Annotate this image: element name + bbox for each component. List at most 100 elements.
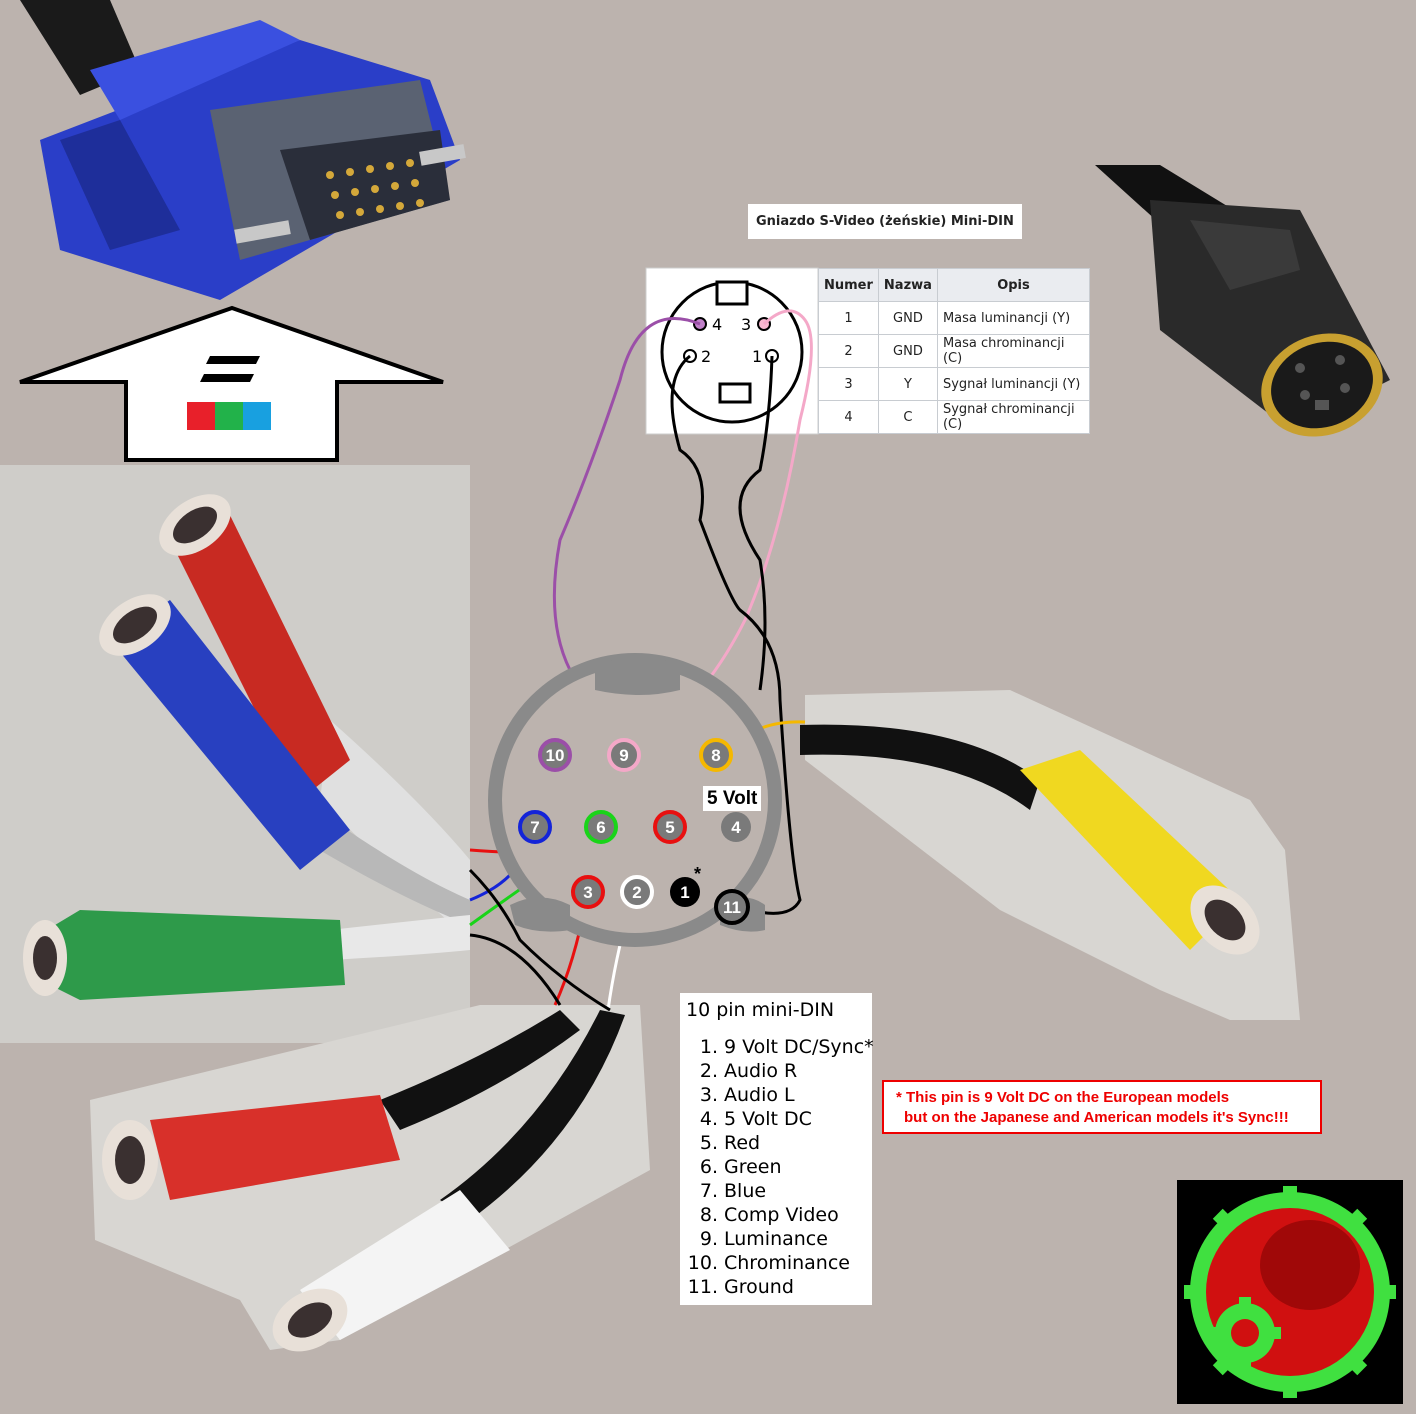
din-pin-6: 6 xyxy=(584,810,618,844)
socket-pin-label: 4 xyxy=(712,315,722,334)
list-item: 4. 5 Volt DC xyxy=(686,1107,866,1131)
item-number: 1. xyxy=(699,1036,718,1058)
cell-opis: Sygnał luminancji (Y) xyxy=(936,367,1091,401)
svideo-title: Gniazdo S-Video (żeńskie) Mini-DIN xyxy=(748,204,1022,239)
list-item: 6. Green xyxy=(686,1155,866,1179)
col-header-opis: Opis xyxy=(936,268,1091,302)
list-item: 5. Red xyxy=(686,1131,866,1155)
list-item: 1. 9 Volt DC/Sync* xyxy=(686,1035,874,1059)
din-pin-3: 3 xyxy=(571,875,605,909)
din-pin-label: 3 xyxy=(583,883,592,902)
din-pin-label: 11 xyxy=(723,898,741,917)
note-line-1: * This pin is 9 Volt DC on the European … xyxy=(896,1089,1230,1106)
table-row: 1 GND Masa luminancji (Y) xyxy=(818,301,1091,335)
cell-numer: 2 xyxy=(818,334,879,368)
table-row: 4 C Sygnał chrominancji (C) xyxy=(818,400,1091,434)
din-pin-label: 6 xyxy=(596,818,605,837)
cell-opis: Masa chrominancji (C) xyxy=(936,334,1091,368)
list-item: 8. Comp Video xyxy=(686,1203,866,1227)
din-pin-9: 9 xyxy=(607,738,641,772)
din-pin-7: 7 xyxy=(518,810,552,844)
cell-opis: Masa luminancji (Y) xyxy=(936,301,1091,335)
din-pin-label: 2 xyxy=(632,883,641,902)
socket-pin-label: 1 xyxy=(752,347,762,366)
cell-numer: 3 xyxy=(818,367,879,401)
note-line-2: but on the Japanese and American models … xyxy=(904,1109,1289,1126)
item-text: Chrominance xyxy=(724,1252,850,1274)
legend-list: 1. 9 Volt DC/Sync* 2. Audio R 3. Audio L 4.… xyxy=(686,1035,874,1299)
svideo-pin-panel: Numer Nazwa Opis 1 GND Masa luminancji (… xyxy=(646,268,1091,434)
cell-nazwa: GND xyxy=(877,301,938,335)
socket-pin-label: 3 xyxy=(741,315,751,334)
sync-note: * This pin is 9 Volt DC on the European … xyxy=(882,1080,1322,1134)
list-item: 10. Chrominance xyxy=(686,1251,866,1275)
legend-title: 10 pin mini-DIN xyxy=(686,999,835,1021)
item-number: 3. xyxy=(699,1084,718,1106)
item-text: 9 Volt DC/Sync* xyxy=(724,1036,874,1058)
col-header-numer: Numer xyxy=(818,268,879,302)
table-row: 2 GND Masa chrominancji (C) xyxy=(818,334,1091,368)
item-number: 2. xyxy=(699,1060,718,1082)
up-arrow-icon xyxy=(19,305,444,462)
rca-plug-icon xyxy=(800,690,1300,1020)
list-item: 9. Luminance xyxy=(686,1227,866,1251)
item-text: Audio R xyxy=(724,1060,798,1082)
item-number: 10. xyxy=(687,1252,718,1274)
item-number: 11. xyxy=(687,1276,718,1298)
item-number: 9. xyxy=(699,1228,718,1250)
din-pin-10: 10 xyxy=(538,738,572,772)
din-pin-11: 11 xyxy=(714,889,750,925)
din-pin-5: 5 xyxy=(653,810,687,844)
item-number: 7. xyxy=(699,1180,718,1202)
cell-numer: 4 xyxy=(818,400,879,434)
din-pin-label: 10 xyxy=(546,746,565,765)
item-number: 6. xyxy=(699,1156,718,1178)
item-number: 4. xyxy=(699,1108,718,1130)
cell-nazwa: C xyxy=(877,400,938,434)
svideo-pin-table: Numer Nazwa Opis 1 GND Masa luminancji (… xyxy=(818,268,1091,434)
item-text: Luminance xyxy=(724,1228,828,1250)
din-pin-label: 1 xyxy=(680,883,689,902)
list-item: 11. Ground xyxy=(686,1275,866,1299)
item-text: Green xyxy=(724,1156,782,1178)
table-row: 3 Y Sygnał luminancji (Y) xyxy=(818,367,1091,401)
item-text: Blue xyxy=(724,1180,767,1202)
socket-pin-label: 2 xyxy=(701,347,711,366)
item-number: 5. xyxy=(699,1132,718,1154)
din-pin-label: 8 xyxy=(711,746,720,765)
svideo-plug-icon xyxy=(1095,165,1390,437)
item-text: 5 Volt DC xyxy=(724,1108,812,1130)
gear-logo-icon xyxy=(1177,1180,1403,1404)
list-item: 7. Blue xyxy=(686,1179,866,1203)
rca-plug-icon xyxy=(0,465,470,1043)
din-pin-2: 2 xyxy=(620,875,654,909)
cell-nazwa: GND xyxy=(877,334,938,368)
din-pin-label: 4 xyxy=(731,818,741,837)
cell-numer: 1 xyxy=(818,301,879,335)
list-item: 3. Audio L xyxy=(686,1083,866,1107)
pin1-asterisk: * xyxy=(694,864,701,884)
item-text: Ground xyxy=(724,1276,794,1298)
list-item: 2. Audio R xyxy=(686,1059,866,1083)
rca-plug-icon xyxy=(90,1005,650,1352)
cell-nazwa: Y xyxy=(877,367,938,401)
cell-opis: Sygnał chrominancji (C) xyxy=(936,400,1091,434)
item-number: 8. xyxy=(699,1204,718,1226)
pin-legend: 10 pin mini-DIN 1. 9 Volt DC/Sync* 2. Audi… xyxy=(680,993,874,1305)
col-header-nazwa: Nazwa xyxy=(877,268,938,302)
din-pin-8: 8 xyxy=(699,738,733,772)
din-pin-label: 7 xyxy=(530,818,539,837)
din-pin-label: 9 xyxy=(619,746,628,765)
item-text: Red xyxy=(724,1132,761,1154)
table-header-row: Numer Nazwa Opis xyxy=(818,268,1091,302)
item-text: Comp Video xyxy=(724,1204,839,1226)
five-volt-label: 5 Volt xyxy=(703,786,762,811)
din-pin-label: 5 xyxy=(665,818,674,837)
din-pin-1: 1 xyxy=(670,877,700,907)
item-text: Audio L xyxy=(724,1084,795,1106)
vga-connector-icon xyxy=(0,0,466,300)
din-pin-4: 4 xyxy=(721,812,751,842)
mini-din-socket xyxy=(488,653,782,947)
